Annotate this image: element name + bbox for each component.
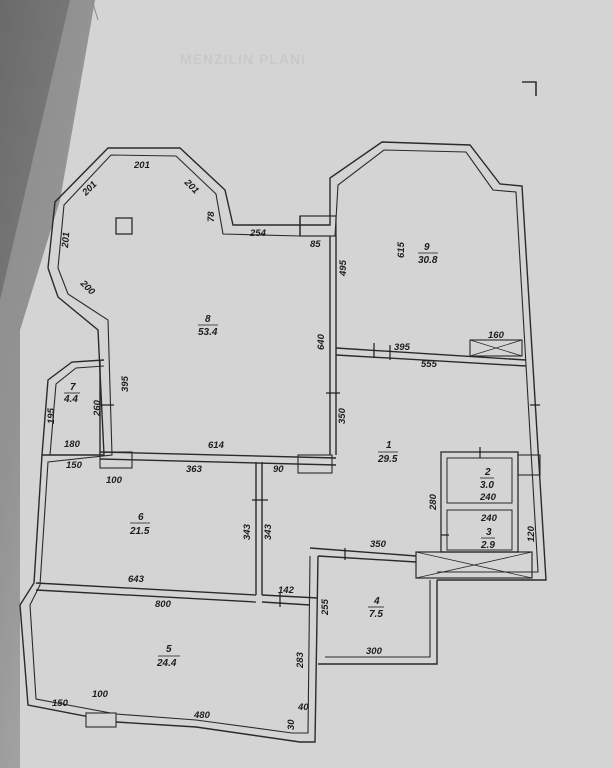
page-title: MENZILIN PLANI [180, 51, 306, 67]
dim-label: 350 [370, 539, 387, 550]
room-number: 1 [386, 440, 392, 451]
dim-label: 142 [278, 585, 295, 596]
dim-label: 120 [526, 525, 537, 542]
dim-label: 40 [297, 702, 309, 713]
room-area: 29.5 [377, 454, 398, 465]
dim-label: 201 [133, 160, 150, 171]
dim-label: 643 [128, 574, 145, 585]
room-1-label: 1 29.5 [377, 440, 398, 465]
dim-label: 150 [52, 698, 69, 709]
dim-label: 260 [92, 399, 103, 417]
dim-label: 240 [479, 492, 497, 503]
dim-label: 195 [46, 407, 57, 424]
room-7-label: 7 4.4 [63, 382, 80, 405]
room-area: 2.9 [480, 540, 495, 551]
interior-walls [35, 215, 541, 728]
dim-label: 615 [396, 241, 407, 258]
dim-label: 240 [480, 513, 498, 524]
room-area: 7.5 [369, 609, 383, 620]
dim-label: 90 [273, 464, 284, 475]
dim-label: 78 [206, 211, 217, 222]
room-number: 5 [166, 644, 172, 655]
room-number: 3 [486, 527, 492, 538]
room-area: 24.4 [156, 658, 177, 669]
dim-label: 350 [337, 407, 348, 424]
dim-label: 180 [64, 439, 81, 450]
dim-label: 150 [66, 460, 83, 471]
room-9-label: 9 30.8 [418, 242, 438, 266]
corner-mark [522, 81, 537, 96]
room-area: 30.8 [418, 255, 438, 266]
room-number: 2 [484, 467, 491, 478]
dim-label: 283 [295, 651, 306, 669]
dim-label: 343 [263, 523, 274, 540]
room-number: 4 [373, 596, 380, 607]
room-2-label: 2 3.0 [480, 467, 494, 491]
dim-label: 395 [394, 342, 411, 353]
dim-label: 255 [320, 598, 331, 616]
room-area: 4.4 [63, 394, 78, 405]
dim-label: 30 [286, 719, 297, 730]
room-8-label: 8 53.4 [198, 314, 218, 338]
dim-label: 395 [120, 375, 131, 392]
room-3-label: 3 2.9 [480, 527, 495, 551]
dim-label: 85 [310, 239, 321, 250]
paper-curl-shadow [0, 0, 95, 768]
room-number: 7 [70, 382, 76, 393]
dim-label: 300 [366, 646, 383, 657]
room-number: 6 [138, 512, 144, 523]
room-number: 8 [205, 314, 211, 325]
paper-sheet [20, 0, 613, 768]
room-area: 21.5 [129, 526, 150, 537]
room-5-label: 5 24.4 [156, 644, 180, 669]
dim-label: 640 [316, 333, 327, 350]
dim-label: 100 [92, 689, 109, 700]
dim-label: 343 [242, 523, 253, 540]
room-labels: 1 29.5 2 3.0 3 2.9 4 7.5 5 24.4 6 21.5 [63, 242, 495, 669]
dim-label: 480 [193, 710, 211, 721]
dim-label: 555 [421, 359, 438, 370]
room-area: 53.4 [198, 327, 218, 338]
dim-label: 614 [208, 440, 225, 451]
dim-label: 800 [155, 599, 172, 610]
dim-label: 100 [106, 475, 123, 486]
dim-label: 280 [428, 493, 439, 511]
dim-label: 495 [338, 259, 349, 277]
dim-label: 254 [249, 228, 267, 239]
dim-label: 363 [186, 464, 203, 475]
dim-label: 160 [488, 330, 505, 341]
outer-walls [19, 141, 547, 743]
room-4-label: 4 7.5 [368, 596, 384, 620]
room-6-label: 6 21.5 [129, 512, 150, 537]
room-number: 9 [424, 242, 430, 253]
dim-label: 201 [60, 232, 72, 250]
room-area: 3.0 [480, 480, 494, 491]
